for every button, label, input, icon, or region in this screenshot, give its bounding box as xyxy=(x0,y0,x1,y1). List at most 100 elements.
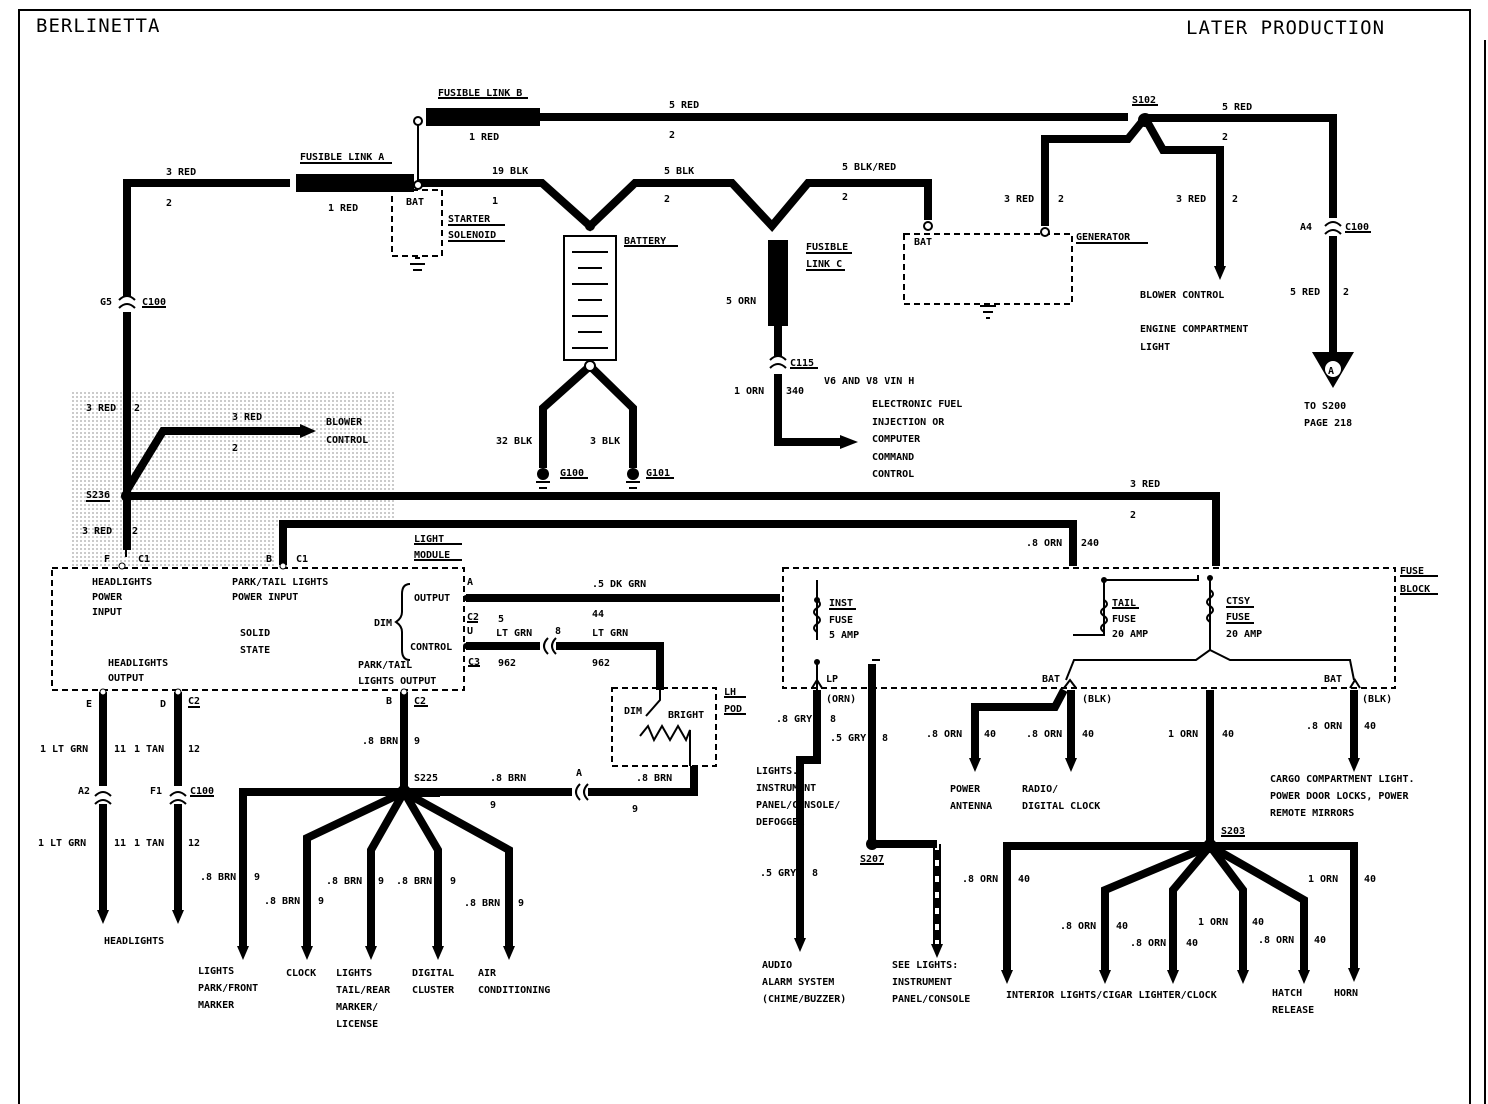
lm-text: POWER xyxy=(92,592,123,603)
wire-label: 12 xyxy=(188,744,200,755)
wire-label: 40 xyxy=(1018,874,1030,885)
lh-pod-switch xyxy=(611,687,717,767)
pod-bright: BRIGHT xyxy=(668,710,704,721)
fuse-label: (ORN) xyxy=(826,694,856,705)
label-s225: S225 xyxy=(414,773,438,784)
diagram-frame xyxy=(18,9,1471,1104)
label-generator: GENERATOR xyxy=(1076,232,1131,243)
load-label: REMOTE MIRRORS xyxy=(1270,808,1354,819)
wire-label: 1 TAN xyxy=(134,744,164,755)
splice-s207 xyxy=(866,838,878,850)
battery-symbol xyxy=(563,235,617,361)
wire-label: 5 BLK/RED xyxy=(842,162,896,173)
load-label: RADIO/ xyxy=(1022,784,1058,795)
load-label: RELEASE xyxy=(1272,1005,1314,1016)
fusible-link-b xyxy=(426,108,540,126)
wire-label: 5 RED xyxy=(669,100,699,111)
label-efi: COMMAND xyxy=(872,452,914,463)
wire-label: 9 xyxy=(378,876,384,887)
splice-s102 xyxy=(1138,113,1152,127)
wire-label: 40 xyxy=(1314,935,1326,946)
wire-label: .8 ORN xyxy=(1060,921,1096,932)
load-label: TAIL/REAR xyxy=(336,985,391,996)
load-label: AUDIO xyxy=(762,960,792,971)
load-label: MARKER xyxy=(198,1000,235,1011)
starter-solenoid xyxy=(391,189,443,257)
wire-label: .8 ORN xyxy=(1258,935,1294,946)
pin-label: E xyxy=(86,699,92,710)
load-label: CARGO COMPARTMENT LIGHT. xyxy=(1270,774,1415,785)
wire-label: 1 RED xyxy=(469,132,499,143)
label-c2: C2 xyxy=(467,612,479,623)
label-underlines xyxy=(86,97,1438,865)
fuse-block xyxy=(782,567,1396,689)
wire-label: 3 RED xyxy=(232,412,262,423)
splice-s225 xyxy=(397,785,411,799)
load-label: DEFOGGER xyxy=(756,817,805,828)
label-headlights: HEADLIGHTS xyxy=(104,936,164,947)
wire-label: 3 RED xyxy=(1130,479,1160,490)
wire-label: 1 ORN xyxy=(1198,917,1228,928)
wire-label: LT GRN xyxy=(496,628,532,639)
label-s102: S102 xyxy=(1132,95,1156,106)
ground-g101 xyxy=(626,468,640,489)
label-fuse-block-2: BLOCK xyxy=(1400,584,1430,595)
wire-label: .8 BRN xyxy=(490,773,526,784)
fuse-label: (BLK) xyxy=(1362,694,1392,705)
wire-label: 40 xyxy=(984,729,996,740)
label-efi: COMPUTER xyxy=(872,434,921,445)
label-light-module: LIGHT xyxy=(414,534,444,545)
wire-label: 2 xyxy=(669,130,675,141)
wire-label: .8 ORN xyxy=(962,874,998,885)
wire-label: .8 GRY xyxy=(776,714,812,725)
label-fusible-link-c-2: LINK C xyxy=(806,259,842,270)
wire-label: 1 ORN xyxy=(734,386,764,397)
label-s207: S207 xyxy=(860,854,884,865)
wire-label: 2 xyxy=(166,198,172,209)
load-arrows xyxy=(97,266,1360,984)
fusible-link-a xyxy=(296,174,414,192)
wire-label: .5 GRY xyxy=(830,733,866,744)
wire-label: 1 ORN xyxy=(1308,874,1338,885)
splice-s203 xyxy=(1203,839,1217,853)
label-c3: C3 xyxy=(468,657,480,668)
wire-label: LT GRN xyxy=(592,628,628,639)
lm-text: HEADLIGHTS xyxy=(92,577,152,588)
wire-label: 5 xyxy=(498,614,504,625)
load-label: CLUSTER xyxy=(412,985,455,996)
wire-label: 5 RED xyxy=(1290,287,1320,298)
wire-label: 240 xyxy=(1081,538,1099,549)
fuse-label: 5 AMP xyxy=(829,630,859,641)
pin-label: F xyxy=(104,554,110,565)
header-subtitle: LATER PRODUCTION xyxy=(1186,17,1385,39)
fuse-label: LP xyxy=(826,674,838,685)
wire-label: 1 ORN xyxy=(1168,729,1198,740)
ground-icon xyxy=(410,257,425,271)
light-module xyxy=(51,567,465,691)
wire-label: .8 BRN xyxy=(362,736,398,747)
pin-label: D xyxy=(160,699,166,710)
lm-text: PARK/TAIL xyxy=(358,660,412,671)
label-lh: LH xyxy=(724,687,736,698)
wire-label: 1 xyxy=(492,196,498,207)
wire-label: 2 xyxy=(1343,287,1349,298)
generator xyxy=(903,233,1073,305)
label-c1: C1 xyxy=(138,554,150,565)
wire-label: 1 LT GRN xyxy=(38,838,86,849)
label-bat: BAT xyxy=(914,237,932,248)
label-s203: S203 xyxy=(1221,826,1245,837)
load-label: INTERIOR LIGHTS/CIGAR LIGHTER/CLOCK xyxy=(1006,990,1217,1001)
lm-text: STATE xyxy=(240,645,270,656)
fuse-label: TAIL xyxy=(1112,598,1136,609)
load-label: DIGITAL xyxy=(412,968,454,979)
load-label: DIGITAL CLOCK xyxy=(1022,801,1100,812)
wire-label: 962 xyxy=(592,658,610,669)
ground-g100 xyxy=(536,468,550,489)
fuse-label: 20 AMP xyxy=(1112,629,1148,640)
wire-label: 3 RED xyxy=(82,526,112,537)
label-blower-control: CONTROL xyxy=(326,435,368,446)
label-bat: BAT xyxy=(406,197,424,208)
wire-label: 5 RED xyxy=(1222,102,1252,113)
wire-label: 2 xyxy=(232,443,238,454)
label-efi: ELECTRONIC FUEL xyxy=(872,399,962,410)
